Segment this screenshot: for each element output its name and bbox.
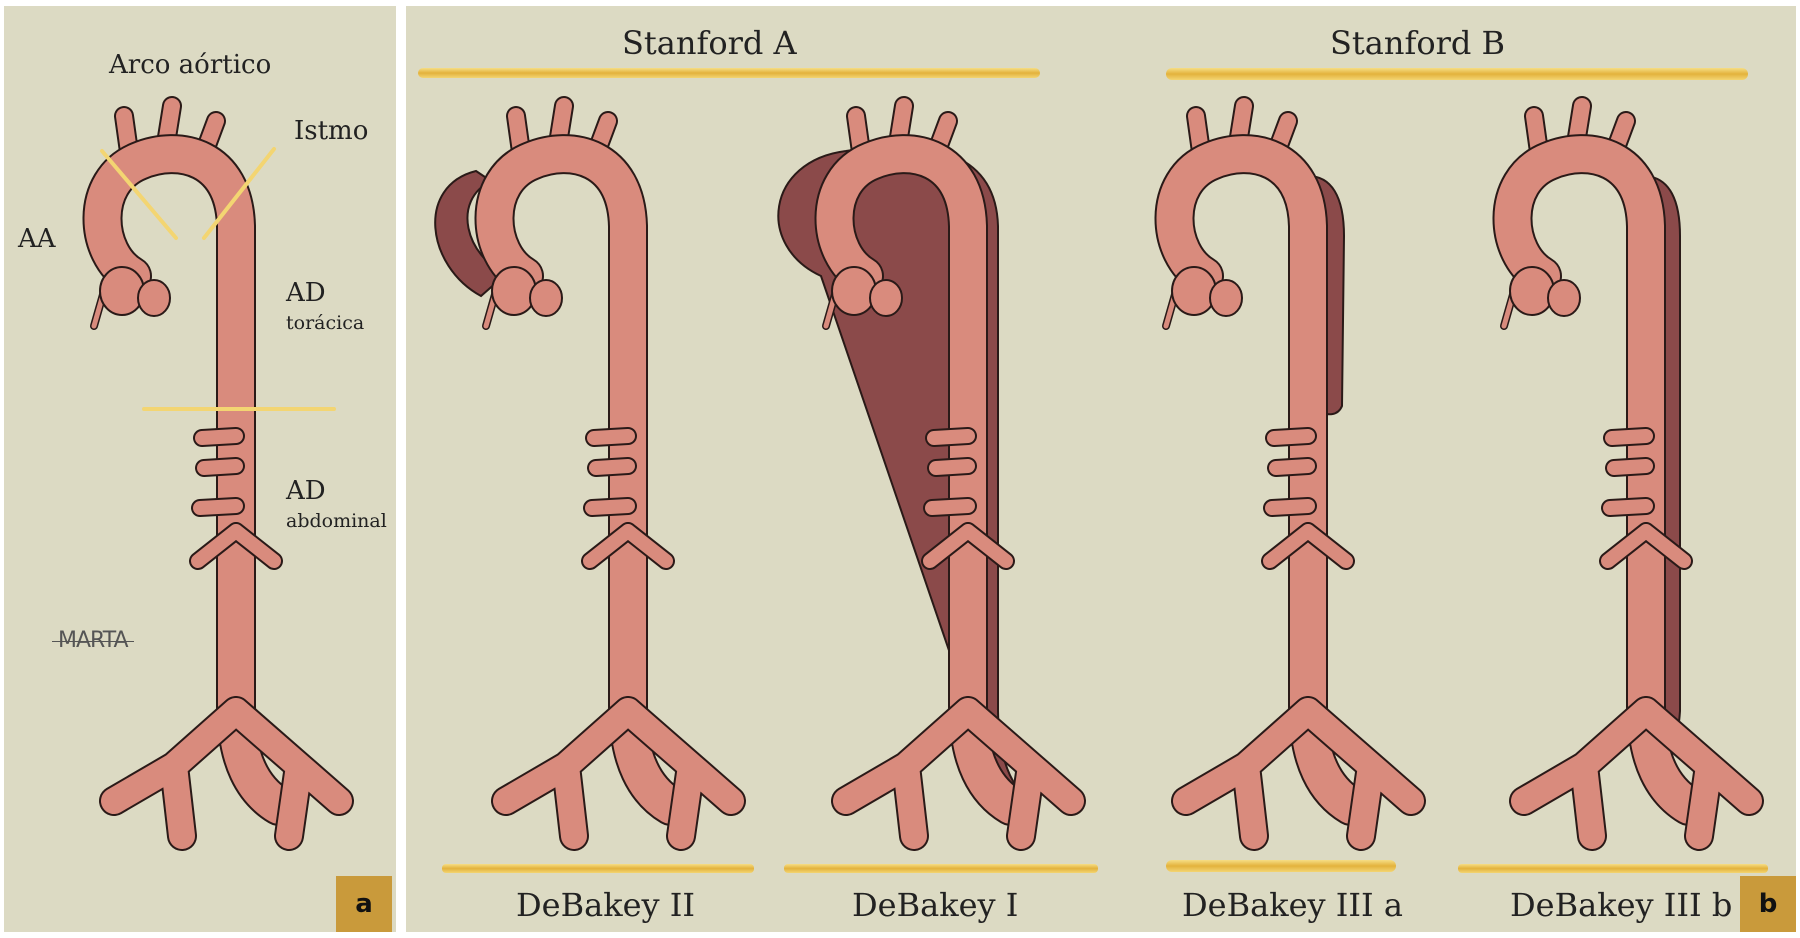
caption-debakey-ii: DeBakey II: [516, 886, 695, 924]
label-arco-aortico: Arco aórtico: [109, 50, 271, 80]
dissection-classification-illustrations: [406, 6, 1796, 932]
debakey-ii-bar: [442, 864, 754, 873]
group-title-stanford-a: Stanford A: [622, 24, 797, 62]
group-title-stanford-b: Stanford B: [1330, 24, 1505, 62]
aorta-debakey-iii-a: [1166, 106, 1411, 836]
label-ad-toracica-title: AD: [286, 278, 326, 308]
label-abdominal: abdominal: [286, 510, 387, 532]
label-aa: AA: [18, 224, 56, 254]
panel-a-badge: a: [336, 876, 392, 932]
stanford-b-bar: [1166, 68, 1748, 80]
label-istmo: Istmo: [294, 116, 368, 146]
panel-a: Arco aórtico Istmo AA AD torácica AD abd…: [4, 6, 396, 932]
panel-b: Stanford A Stanford B DeBakey II DeBakey…: [406, 6, 1796, 932]
stanford-a-bar: [418, 68, 1040, 78]
caption-debakey-iii-b: DeBakey III b: [1510, 886, 1732, 924]
label-ad-abdominal-title: AD: [286, 476, 326, 506]
debakey-iii-a-bar: [1166, 860, 1396, 872]
debakey-i-bar: [784, 864, 1098, 873]
caption-debakey-iii-a: DeBakey III a: [1182, 886, 1403, 924]
debakey-iii-b-bar: [1458, 864, 1768, 873]
panel-b-badge: b: [1740, 876, 1796, 932]
aorta-debakey-iii-b: [1504, 106, 1749, 836]
label-toracica: torácica: [286, 312, 364, 334]
aorta-debakey-i: [778, 106, 1071, 836]
artist-signature: MARTA: [58, 628, 128, 653]
caption-debakey-i: DeBakey I: [852, 886, 1018, 924]
aorta-debakey-ii: [435, 106, 731, 836]
